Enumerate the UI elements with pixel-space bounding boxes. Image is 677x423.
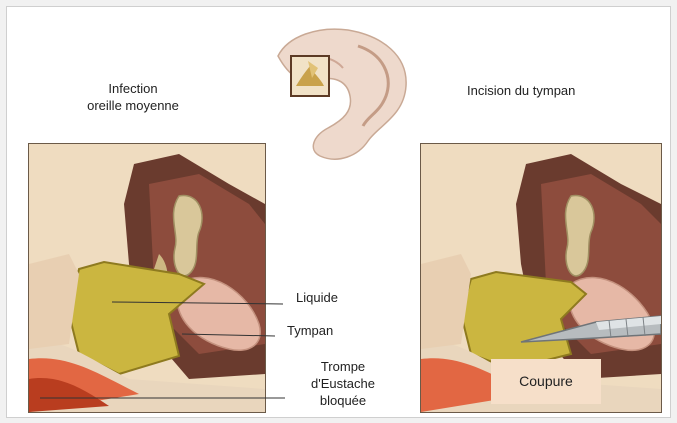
trompe-label-line1: Trompe	[300, 358, 386, 375]
middle-ear-cross-section	[29, 144, 265, 412]
tympan-label: Tympan	[287, 322, 333, 339]
outer-ear-illustration	[258, 16, 418, 166]
left-title-line2: oreille moyenne	[58, 97, 208, 114]
left-title: Infection oreille moyenne	[58, 80, 208, 114]
trompe-label-line2: d'Eustache	[300, 375, 386, 392]
trompe-label: Trompe d'Eustache bloquée	[300, 358, 386, 409]
cut-label: Coupure	[491, 373, 601, 389]
liquide-label: Liquide	[296, 289, 338, 306]
cut-label-box: Coupure	[491, 359, 601, 404]
trompe-label-line3: bloquée	[300, 392, 386, 409]
left-title-line1: Infection	[58, 80, 208, 97]
right-title: Incision du tympan	[467, 82, 575, 99]
ear-icon	[258, 16, 418, 166]
infected-ear-panel	[28, 143, 266, 413]
